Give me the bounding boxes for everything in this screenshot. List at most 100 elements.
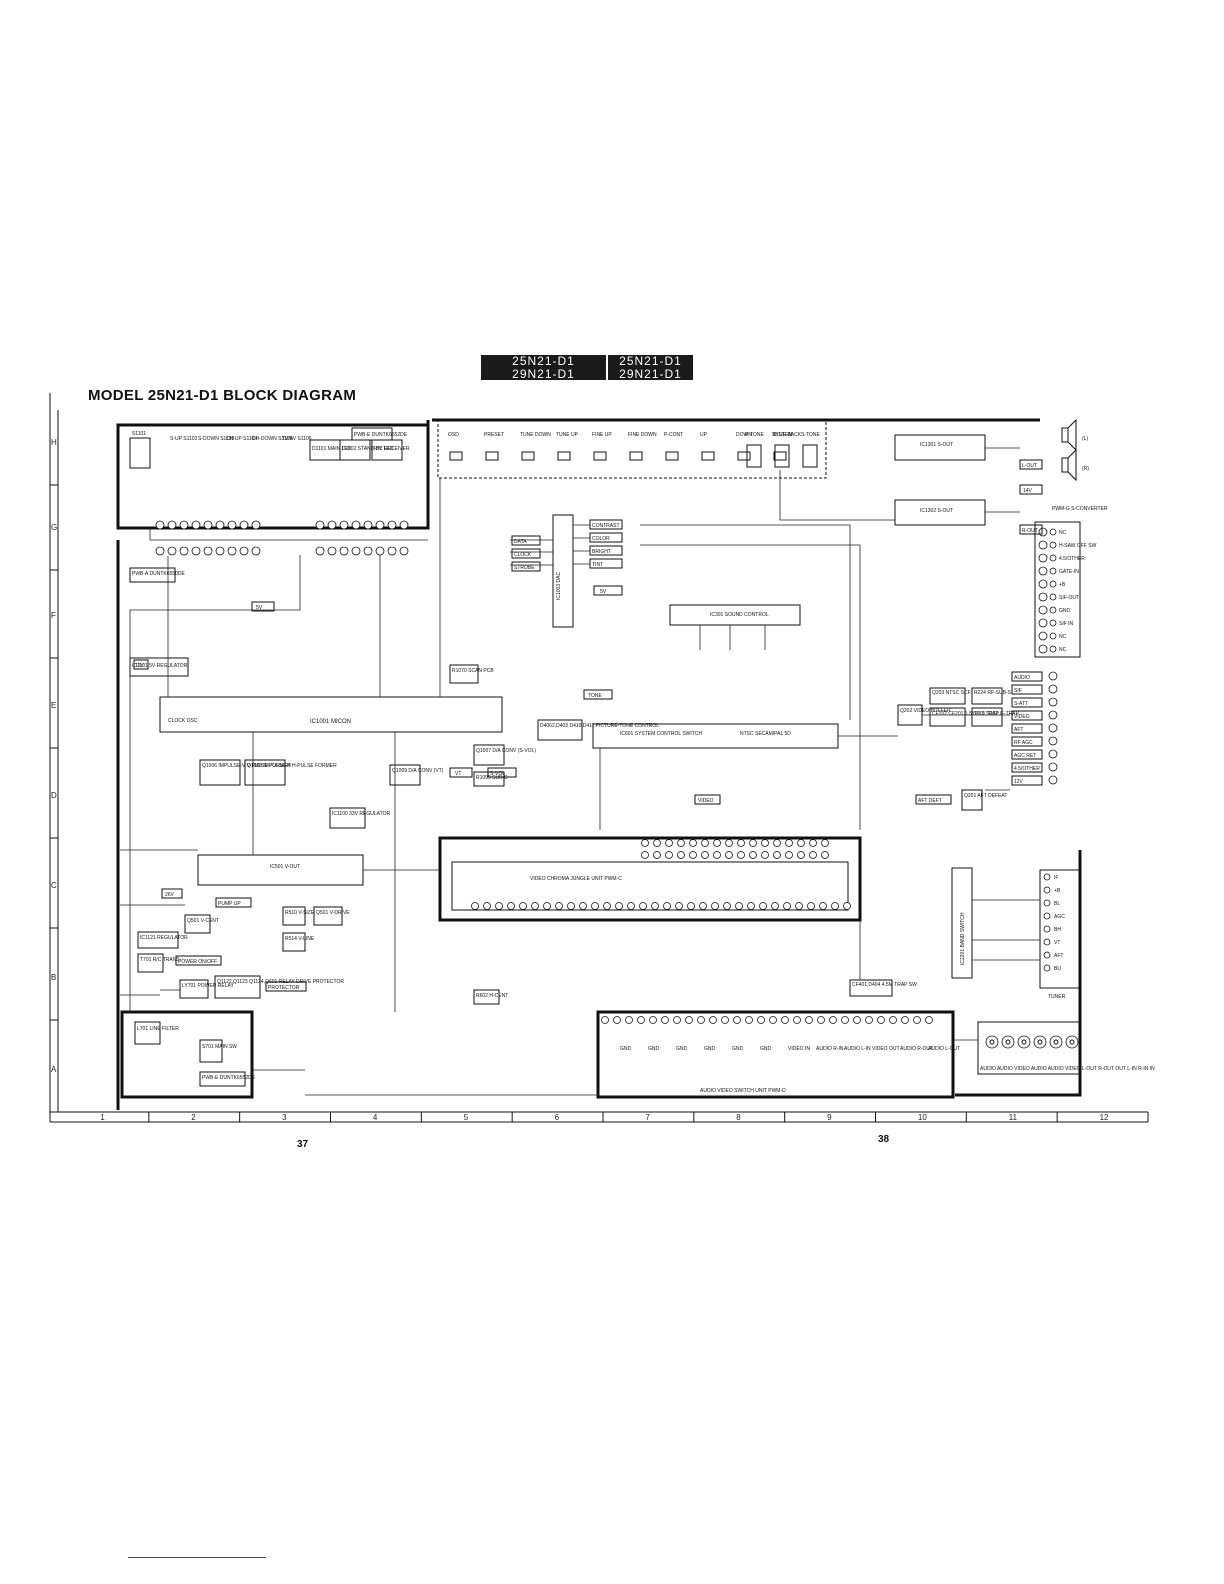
- row-label: B: [51, 973, 56, 982]
- rca-jack[interactable]: [1049, 1035, 1063, 1049]
- connector-pin: [829, 1016, 837, 1024]
- right-connector-label: 4.5/OTHER: [1014, 766, 1040, 772]
- r514-label: R514 V-LINE: [285, 936, 315, 942]
- osd-key-switch[interactable]: [773, 451, 787, 461]
- ly701-label: LY701 POWER RELAY: [182, 983, 234, 989]
- ntsc-label: NTSC SECAM/PAL 5D: [740, 731, 791, 737]
- connector-pin: [567, 902, 575, 910]
- osd-key-switch[interactable]: [593, 451, 607, 461]
- q201-label: Q201 AFT DEFEAT: [964, 793, 1007, 799]
- v14-tag: [1019, 484, 1043, 495]
- right-connector-tag: [1011, 710, 1043, 721]
- ptone-switch[interactable]: [802, 444, 818, 468]
- r602-label: R602 H-CENT: [476, 993, 508, 999]
- right-connector-tag: [1011, 723, 1043, 734]
- ptone-switch[interactable]: [774, 444, 790, 468]
- v26-label: 26V: [165, 892, 175, 898]
- protector-tag: [265, 981, 307, 992]
- connector-pin: [315, 546, 325, 556]
- connector-pin: [759, 902, 767, 910]
- rca-jack[interactable]: [1065, 1035, 1079, 1049]
- osd-key-switch[interactable]: [665, 451, 679, 461]
- connector-pin: [805, 1016, 813, 1024]
- rca-jack[interactable]: [1001, 1035, 1015, 1049]
- ic501-label: IC501 V-OUT: [270, 864, 300, 870]
- pwm-g-pin: [1038, 605, 1048, 615]
- pwb-a-label-box: [129, 567, 176, 583]
- connector-pin: [227, 546, 237, 556]
- rca-jack[interactable]: [985, 1035, 999, 1049]
- connector-pin: [215, 546, 225, 556]
- connector-pin: [725, 851, 733, 859]
- rca-jack[interactable]: [1033, 1035, 1047, 1049]
- band-switch-label: IC2201 BAND SWITCH: [960, 912, 966, 965]
- t201-label: T201 T202 IF-TRAP: [974, 711, 1020, 717]
- l-out-tag: [1019, 459, 1043, 470]
- l-out-label: L-OUT: [1022, 463, 1037, 469]
- connector-pin: [737, 839, 745, 847]
- tuner-pin: [1043, 951, 1051, 959]
- v14-label: 14V: [1023, 488, 1033, 494]
- right-connector-label: AFT: [1014, 727, 1023, 733]
- osd-key-switch[interactable]: [701, 451, 715, 461]
- rca-jack[interactable]: [1017, 1035, 1031, 1049]
- osd-key-switch[interactable]: [737, 451, 751, 461]
- right-connector-label: 12V: [1014, 779, 1024, 785]
- regulator-5v-label: IC1101 5V REGULATOR: [132, 663, 188, 669]
- connector-pin: [737, 851, 745, 859]
- column-label: 4: [373, 1113, 378, 1122]
- aft-defeat-label: AFT DEFT: [918, 798, 942, 804]
- connector-pin: [351, 546, 361, 556]
- t701-label: T701 R/C TRANS: [140, 957, 180, 963]
- ic1001-micon: [159, 696, 503, 733]
- osd-key-switch[interactable]: [629, 451, 643, 461]
- rca-jack-panel: [977, 1021, 1081, 1075]
- tone-tag: [583, 689, 613, 700]
- dac-input-tag: [511, 535, 541, 546]
- connector-pin: [625, 1016, 633, 1024]
- ptone-switch[interactable]: [746, 444, 762, 468]
- svg-text:(L): (L): [1082, 436, 1088, 442]
- osd-key-switch[interactable]: [449, 451, 463, 461]
- right-connector-label: RF AGC: [1014, 740, 1033, 746]
- tuner-pin: [1043, 964, 1051, 972]
- connector-pin: [363, 520, 373, 530]
- rca-jack-center: [1069, 1039, 1075, 1045]
- pwm-g-pin-inner: [1049, 632, 1057, 640]
- connector-pin: [711, 902, 719, 910]
- cf401-label: CF401,D404 4.5M TRAP SW: [852, 982, 917, 988]
- column-label: 10: [918, 1113, 927, 1122]
- pwm-g-pin-label: NC: [1059, 634, 1067, 640]
- osd-key-switch[interactable]: [485, 451, 499, 461]
- connector-pin: [665, 839, 673, 847]
- video-tag: [694, 794, 721, 805]
- osd-key-label: SYSTEM: [772, 432, 793, 438]
- dac-input-tag: [511, 561, 541, 572]
- footer-link-underline[interactable]: [128, 1557, 266, 1558]
- pwm-g-pin-label: +B: [1059, 582, 1066, 588]
- q501-v-cent: [184, 914, 211, 934]
- connector-pin: [783, 902, 791, 910]
- video-chroma-jungle-unit: [438, 836, 862, 922]
- page-number-right: 38: [878, 1134, 890, 1145]
- connector-pin: [327, 546, 337, 556]
- osd-key-switch[interactable]: [557, 451, 571, 461]
- ic301-sound-control: [669, 604, 801, 626]
- clock-osc-label: CLOCK OSC: [168, 718, 198, 724]
- right-connector-label: S-ATT: [1014, 701, 1028, 707]
- connector-pin: [749, 839, 757, 847]
- connector-pin: [579, 902, 587, 910]
- connector-pin: [713, 851, 721, 859]
- osd-key-switch[interactable]: [521, 451, 535, 461]
- connector-pin: [665, 851, 673, 859]
- pwm-g-pin-inner: [1049, 645, 1057, 653]
- row-label: C: [51, 881, 57, 890]
- video-chroma-label: VIDEO CHROMA JUNGLE UNIT PWM-C: [530, 876, 622, 882]
- connector-pin: [877, 1016, 885, 1024]
- connector-pin: [697, 1016, 705, 1024]
- pwm-g-pin-label: GND: [1059, 608, 1071, 614]
- page-number-left: 37: [297, 1139, 309, 1150]
- key-label: TV/AV S1106: [282, 436, 312, 442]
